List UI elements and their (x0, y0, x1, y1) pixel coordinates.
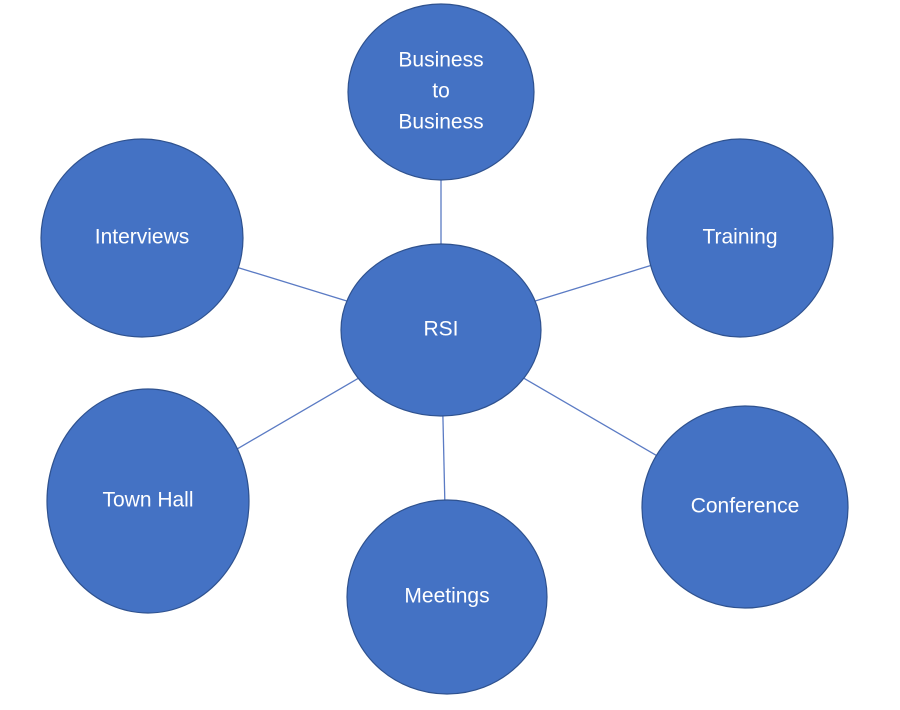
node-interviews-circle (40, 138, 244, 338)
connectors (237, 180, 657, 501)
node-business-to-business-label: Business (398, 111, 483, 134)
node-conference: Conference (641, 405, 849, 609)
connector-meetings (442, 415, 446, 501)
node-town-hall-label: Town Hall (102, 489, 193, 512)
connector-training (535, 264, 651, 302)
node-business-to-business-label: to (432, 80, 450, 103)
center-node-label: RSI (423, 318, 458, 341)
node-training-label: Training (702, 226, 777, 249)
connector-town-hall (237, 377, 359, 450)
node-meetings-label: Meetings (404, 585, 489, 608)
connector-conference (523, 377, 657, 456)
nodes: RSIBusinesstoBusinessTrainingConferenceM… (40, 3, 849, 695)
node-town-hall-circle (46, 388, 250, 614)
node-town-hall: Town Hall (46, 388, 250, 614)
node-conference-label: Conference (691, 495, 800, 518)
node-business-to-business-label: Business (398, 49, 483, 72)
center-node-circle (340, 243, 542, 417)
node-training-circle (646, 138, 834, 338)
node-meetings-circle (346, 499, 548, 695)
node-training: Training (646, 138, 834, 338)
node-conference-circle (641, 405, 849, 609)
node-business-to-business-circle (347, 3, 535, 181)
connector-interviews (238, 267, 347, 302)
center-node: RSI (340, 243, 542, 417)
node-interviews: Interviews (40, 138, 244, 338)
node-meetings: Meetings (346, 499, 548, 695)
node-interviews-label: Interviews (95, 226, 190, 249)
